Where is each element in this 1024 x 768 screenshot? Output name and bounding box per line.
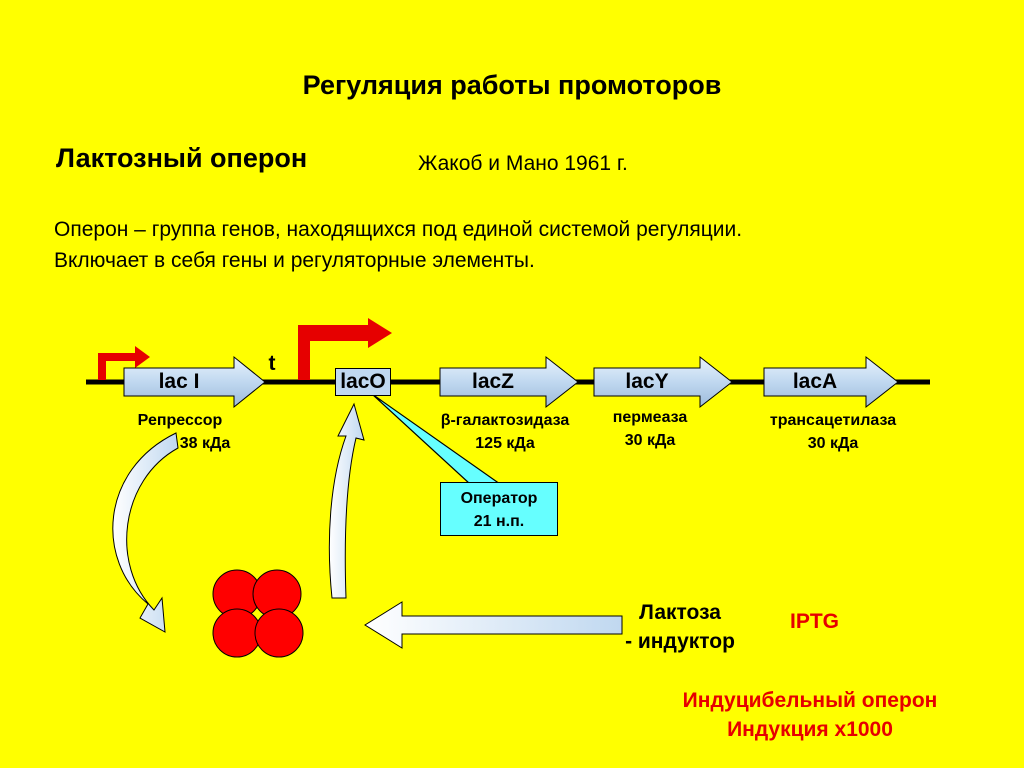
repressor-subunit-3 <box>212 608 262 658</box>
inducible-line-2: Индукция х1000 <box>727 718 893 741</box>
inducer-line-2: - индуктор <box>625 630 735 653</box>
gene-arrow-lacI <box>123 355 266 409</box>
inducer-label: Лактоза - индуктор <box>600 598 760 656</box>
gene-label-lacZ: lacZ <box>471 370 515 393</box>
operator-callout: Оператор 21 н.п. <box>440 482 558 536</box>
size-lacZ: 125 кДа <box>475 435 535 452</box>
operon-description: Оперон – группа генов, находящихся под е… <box>54 214 742 276</box>
page-title: Регуляция работы промоторов <box>302 70 722 100</box>
caption-lacY: пермеаза 30 кДа <box>590 406 710 452</box>
caption-lacA: трансацетилаза 30 кДа <box>748 409 918 455</box>
terminator-label: t <box>268 352 276 375</box>
operon-subtitle: Лактозный оперон <box>56 143 308 173</box>
gene-label-lacI: lac I <box>158 370 200 393</box>
promoter-arrow-2 <box>298 318 392 380</box>
size-lacA: 30 кДа <box>807 435 859 452</box>
iptg-label: IPTG <box>790 610 840 633</box>
gene-label-lacO: lacO <box>335 368 391 396</box>
repressor-subunit-4 <box>254 608 304 658</box>
description-line-1: Оперон – группа генов, находящихся под е… <box>54 218 743 241</box>
gene-label-lacA: lacA <box>792 370 838 393</box>
gene-arrow-lacA <box>763 355 899 409</box>
authors-note: Жакоб и Мано 1961 г. <box>418 152 628 175</box>
inducible-operon-note: Индуцибельный оперон Индукция х1000 <box>620 686 1000 744</box>
operator-callout-line-2: 21 н.п. <box>473 513 525 530</box>
repressor-binding-arrow <box>328 402 365 599</box>
description-line-2: Включает в себя гены и регуляторные элем… <box>54 249 535 272</box>
product-lacA: трансацетилаза <box>769 412 897 429</box>
caption-lacI: Репрессор 38 кДа <box>110 409 250 455</box>
promoter-arrow-1 <box>98 346 150 380</box>
inducible-line-1: Индуцибельный оперон <box>682 689 938 712</box>
size-lacI: 38 кДа <box>179 435 231 452</box>
caption-lacZ: β-галактозидаза 125 кДа <box>405 409 605 455</box>
operator-callout-line-1: Оператор <box>460 490 538 507</box>
repressor-curve-arrow <box>112 432 179 633</box>
gene-arrow-lacY <box>593 355 733 409</box>
gene-arrow-lacZ <box>439 355 579 409</box>
inducer-arrow <box>364 601 623 649</box>
product-lacZ: β-галактозидаза <box>440 412 570 429</box>
inducer-line-1: Лактоза <box>639 601 721 624</box>
product-lacI: Репрессор <box>137 412 223 429</box>
size-lacY: 30 кДа <box>624 432 676 449</box>
product-lacY: пермеаза <box>612 409 688 426</box>
gene-label-lacY: lacY <box>625 370 669 393</box>
